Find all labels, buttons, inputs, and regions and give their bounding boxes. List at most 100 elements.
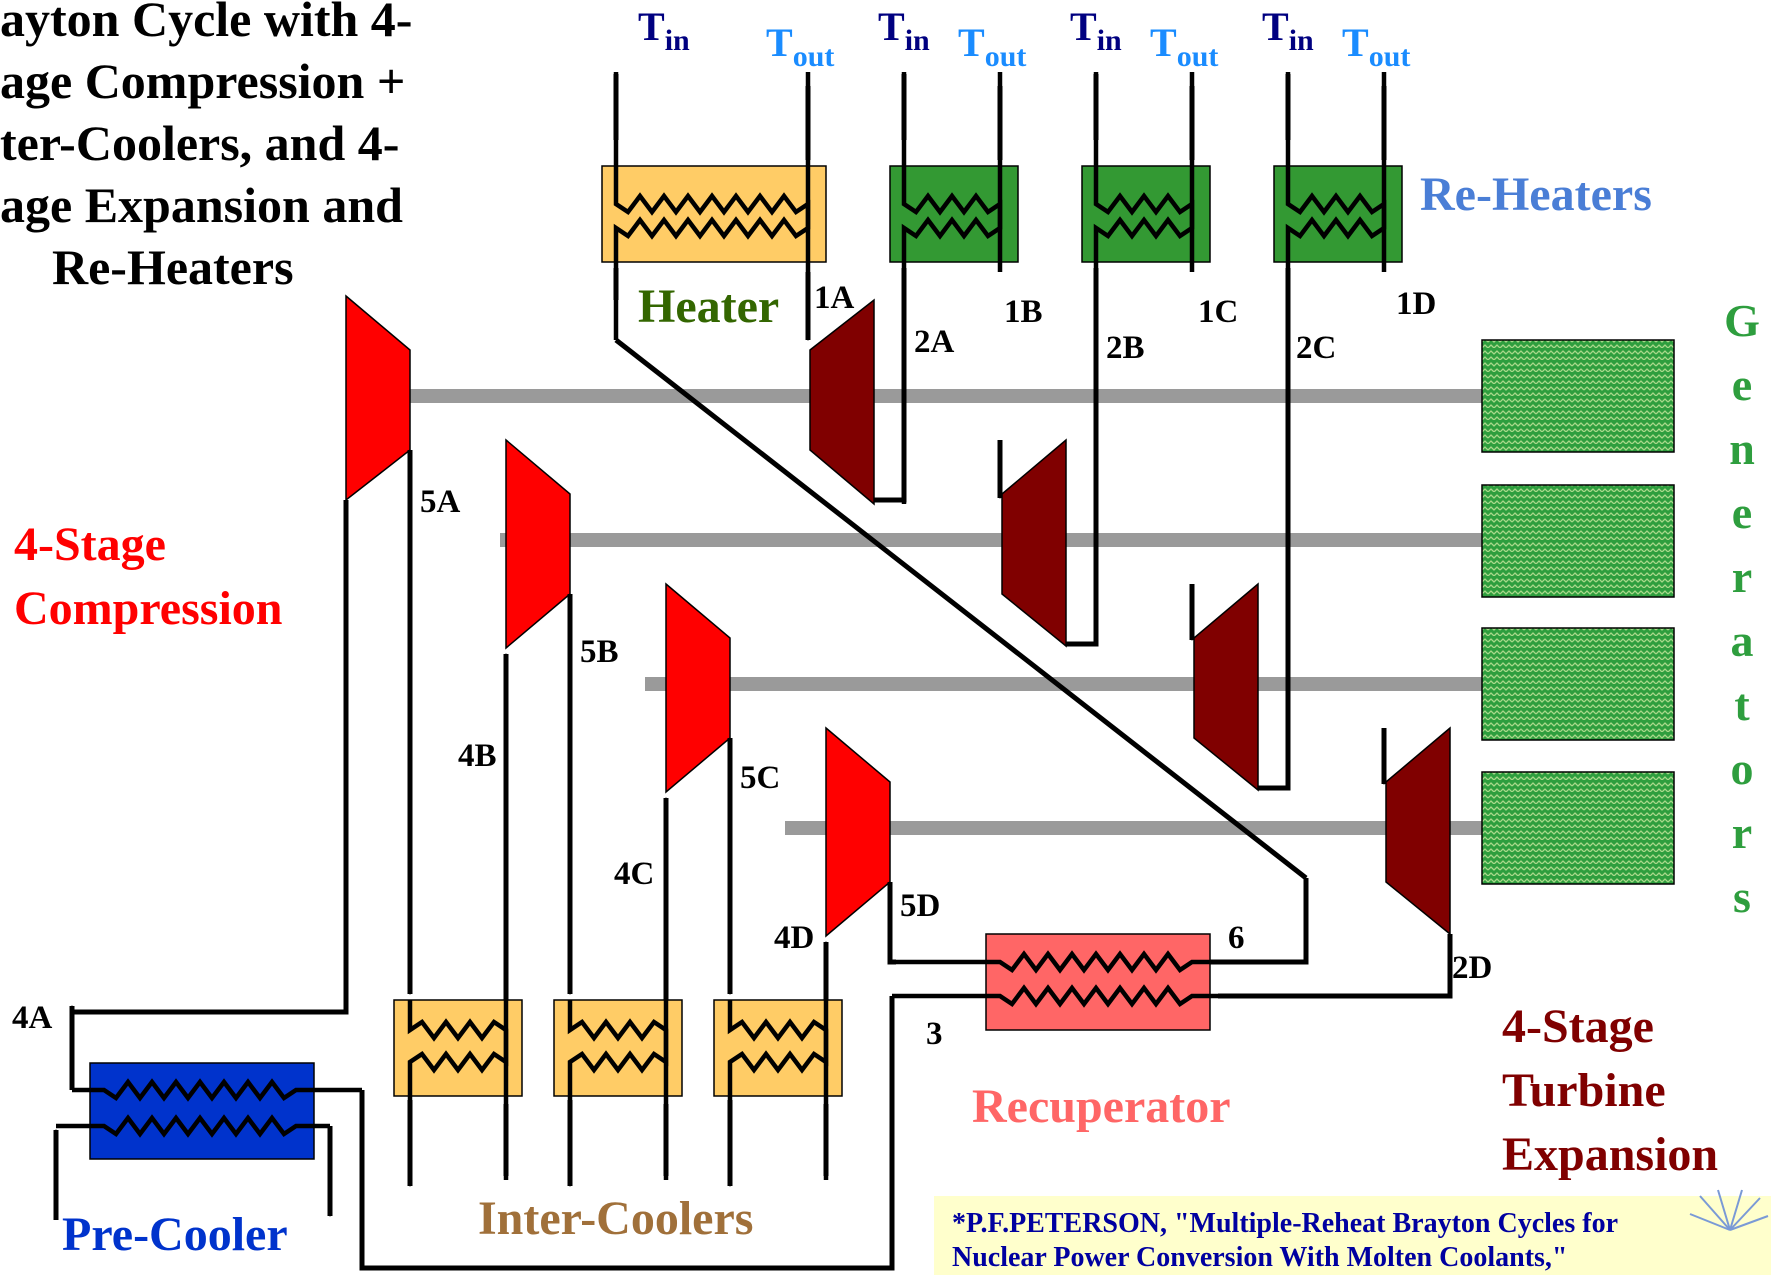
title-block: ayton Cycle with 4- age Compression + te… bbox=[0, 0, 412, 295]
turbine-1 bbox=[809, 298, 875, 506]
reheater3-tin-label: Tin bbox=[1262, 4, 1314, 57]
generator-1 bbox=[1481, 339, 1675, 453]
reheater-coil-2a bbox=[1093, 72, 1195, 272]
generators-letter-9: r bbox=[1732, 807, 1752, 858]
heater-tout-label: Tout bbox=[766, 20, 834, 73]
recuperator-coil-bottom bbox=[892, 984, 1450, 1008]
reheater-coil-3b bbox=[1285, 72, 1387, 790]
flow-3 bbox=[359, 996, 895, 1271]
generators-letter-3: n bbox=[1729, 423, 1755, 474]
reference-background bbox=[934, 1196, 1771, 1275]
generators-letter-5: r bbox=[1732, 551, 1752, 602]
flow-6 bbox=[1210, 877, 1309, 965]
compressor-3 bbox=[665, 582, 731, 794]
recuperator-box bbox=[985, 933, 1211, 1031]
state-5A: 5A bbox=[420, 484, 461, 520]
reference-line-2: Nuclear Power Conversion With Molten Coo… bbox=[952, 1242, 1567, 1273]
state-2B: 2B bbox=[1106, 330, 1145, 366]
reheater-box-3 bbox=[1273, 165, 1403, 263]
turbine-3 bbox=[1193, 582, 1259, 792]
generators-letter-2: e bbox=[1732, 359, 1752, 410]
reference-box: *P.F.PETERSON, "Multiple-Reheat Brayton … bbox=[934, 1189, 1771, 1275]
reheater1-tout-label: Tout bbox=[958, 20, 1026, 73]
compression-label-1: 4-Stage bbox=[14, 518, 166, 571]
generator-4 bbox=[1481, 771, 1675, 885]
reheater1-tin-label: Tin bbox=[878, 4, 930, 57]
state-1C: 1C bbox=[1198, 294, 1238, 330]
intercooler-box-3 bbox=[713, 999, 843, 1097]
precooler-box bbox=[89, 1062, 315, 1160]
compressor-1 bbox=[345, 294, 411, 502]
turbine-4 bbox=[1385, 726, 1451, 936]
state-5D: 5D bbox=[900, 888, 940, 924]
state-1D: 1D bbox=[1396, 286, 1436, 322]
title-line-5: Re-Heaters bbox=[52, 239, 294, 295]
coils bbox=[56, 72, 1450, 1180]
reference-watermark bbox=[1689, 1189, 1769, 1231]
recuperator-label: Recuperator bbox=[972, 1080, 1231, 1133]
generator-2 bbox=[1481, 484, 1675, 598]
precooler-coil-bottom bbox=[56, 1114, 330, 1138]
reheater3-tout-label: Tout bbox=[1342, 20, 1410, 73]
state-5B: 5B bbox=[580, 634, 619, 670]
intercooler-coil-1b bbox=[407, 1000, 509, 1180]
generator-3 bbox=[1481, 627, 1675, 741]
generators-letter-10: s bbox=[1733, 871, 1751, 922]
recuperator-coil-top bbox=[890, 950, 1306, 974]
generators-letter-4: e bbox=[1732, 487, 1752, 538]
flow-2D bbox=[1217, 934, 1453, 999]
generators-letter-8: o bbox=[1731, 743, 1754, 794]
turbine-2 bbox=[1001, 438, 1067, 648]
temperature-labels: Tin Tout Tin Tout Tin Tout Tin Tout bbox=[638, 4, 1410, 73]
state-1A: 1A bbox=[814, 280, 855, 316]
intercooler-box-1 bbox=[393, 999, 523, 1097]
turbine-label-3: Expansion bbox=[1502, 1128, 1718, 1181]
title-line-2: age Compression + bbox=[0, 53, 405, 109]
title-line-3: ter-Coolers, and 4- bbox=[0, 115, 399, 171]
title-line-4: age Expansion and bbox=[0, 177, 403, 233]
reheater-coil-1a bbox=[901, 72, 1003, 272]
intercooler-box-2 bbox=[553, 999, 683, 1097]
heater-coil-bottom bbox=[613, 72, 811, 340]
flow-2A bbox=[874, 267, 907, 503]
intercooler-coil-2b bbox=[567, 1000, 669, 1180]
reheater-coil-1b bbox=[901, 72, 1003, 504]
flow-lines bbox=[53, 73, 1453, 1271]
state-4C: 4C bbox=[614, 856, 654, 892]
heater-tin-label: Tin bbox=[638, 4, 690, 57]
generators-letter-7: t bbox=[1734, 679, 1750, 730]
turbine-label-1: 4-Stage bbox=[1502, 1000, 1654, 1053]
precooler-coil-top bbox=[72, 1078, 362, 1102]
state-2D: 2D bbox=[1452, 950, 1492, 986]
generators bbox=[1481, 339, 1675, 885]
reheater-box-1 bbox=[889, 165, 1019, 263]
generators-label: G e n e r a t o r s bbox=[1724, 295, 1760, 922]
intercooler-coil-3b bbox=[727, 1000, 829, 1180]
state-4D: 4D bbox=[774, 920, 814, 956]
flow-6-diagonal bbox=[614, 338, 1308, 880]
intercooler-coil-1a bbox=[407, 1000, 509, 1180]
heater-box bbox=[601, 165, 827, 263]
compressor-2 bbox=[505, 438, 571, 650]
state-4B: 4B bbox=[458, 738, 497, 774]
section-labels: Heater Re-Heaters 4-Stage Compression 4-… bbox=[14, 168, 1718, 1261]
state-6: 6 bbox=[1228, 920, 1245, 956]
compression-label-2: Compression bbox=[14, 582, 282, 635]
state-2C: 2C bbox=[1296, 330, 1336, 366]
flow-4A bbox=[69, 499, 349, 1090]
reheater2-tout-label: Tout bbox=[1150, 20, 1218, 73]
generators-letter-1: G bbox=[1724, 295, 1760, 346]
reference-line-1: *P.F.PETERSON, "Multiple-Reheat Brayton … bbox=[952, 1208, 1618, 1239]
intercoolers-label: Inter-Coolers bbox=[478, 1192, 753, 1245]
shafts bbox=[360, 389, 1482, 835]
reheater-box-2 bbox=[1081, 165, 1211, 263]
compressor-4 bbox=[825, 726, 891, 938]
state-5C: 5C bbox=[740, 760, 780, 796]
precooler-label: Pre-Cooler bbox=[62, 1208, 288, 1261]
intercooler-coil-2a bbox=[567, 1000, 669, 1180]
state-4A: 4A bbox=[12, 1000, 53, 1036]
flow-5D bbox=[887, 882, 896, 965]
reheater-coil-3a bbox=[1285, 72, 1387, 272]
state-2A: 2A bbox=[914, 324, 955, 360]
